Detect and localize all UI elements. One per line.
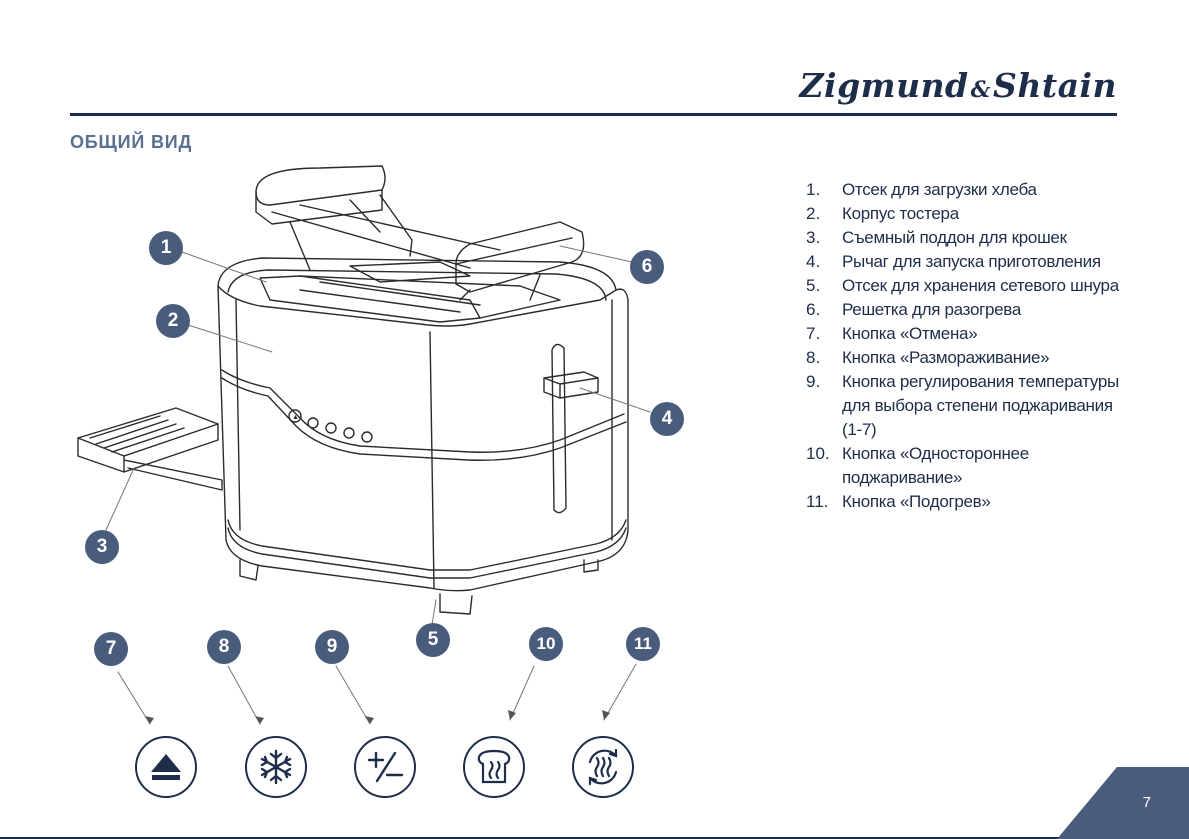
parts-legend: 1.Отсек для загрузки хлеба 2.Корпус тост…	[806, 178, 1126, 514]
marker-4: 4	[650, 402, 684, 436]
svg-text:▲: ▲	[292, 414, 299, 421]
toast-icon	[463, 736, 525, 798]
legend-item: 10.Кнопка «Одностороннее поджаривание»	[806, 444, 1029, 487]
legend-item: 11.Кнопка «Подогрев»	[806, 492, 991, 511]
legend-item: 4.Рычаг для запуска приготовления	[806, 252, 1101, 271]
page-corner	[1057, 767, 1189, 839]
legend-item: 8.Кнопка «Размораживание»	[806, 348, 1050, 367]
legend-item: 1.Отсек для загрузки хлеба	[806, 180, 1037, 199]
leader-lines	[105, 245, 651, 725]
marker-5: 5	[416, 623, 450, 657]
marker-6: 6	[630, 250, 664, 284]
legend-item: 6.Решетка для разогрева	[806, 300, 1021, 319]
brand-name-right: Shtain	[993, 66, 1117, 105]
snowflake-icon	[245, 736, 307, 798]
page-number: 7	[1142, 794, 1151, 811]
reheat-icon	[572, 736, 634, 798]
brand-ampersand: &	[970, 77, 992, 103]
marker-8: 8	[207, 630, 241, 664]
brand-name-left: Zigmund	[799, 66, 969, 105]
legend-item: 3.Съемный поддон для крошек	[806, 228, 1067, 247]
legend-item: 2.Корпус тостера	[806, 204, 959, 223]
legend-item: 9.Кнопка регулирования температуры для в…	[806, 372, 1119, 439]
marker-11: 11	[626, 627, 660, 661]
marker-3: 3	[85, 530, 119, 564]
footer-rule	[0, 837, 1060, 839]
legend-item: 7.Кнопка «Отмена»	[806, 324, 978, 343]
header-rule	[70, 113, 1117, 116]
crumb-tray	[77, 407, 223, 491]
plus-minus-icon	[354, 736, 416, 798]
toaster-body: ▲	[217, 257, 629, 615]
marker-9: 9	[315, 630, 349, 664]
brand-logo: Zigmund&Shtain	[799, 66, 1117, 105]
warming-rack	[255, 165, 585, 301]
legend-item: 5.Отсек для хранения сетевого шнура	[806, 276, 1119, 295]
section-title: ОБЩИЙ ВИД	[70, 132, 193, 152]
marker-7: 7	[94, 632, 128, 666]
eject-icon	[135, 736, 197, 798]
marker-1: 1	[149, 231, 183, 265]
marker-10: 10	[529, 627, 563, 661]
marker-2: 2	[156, 304, 190, 338]
